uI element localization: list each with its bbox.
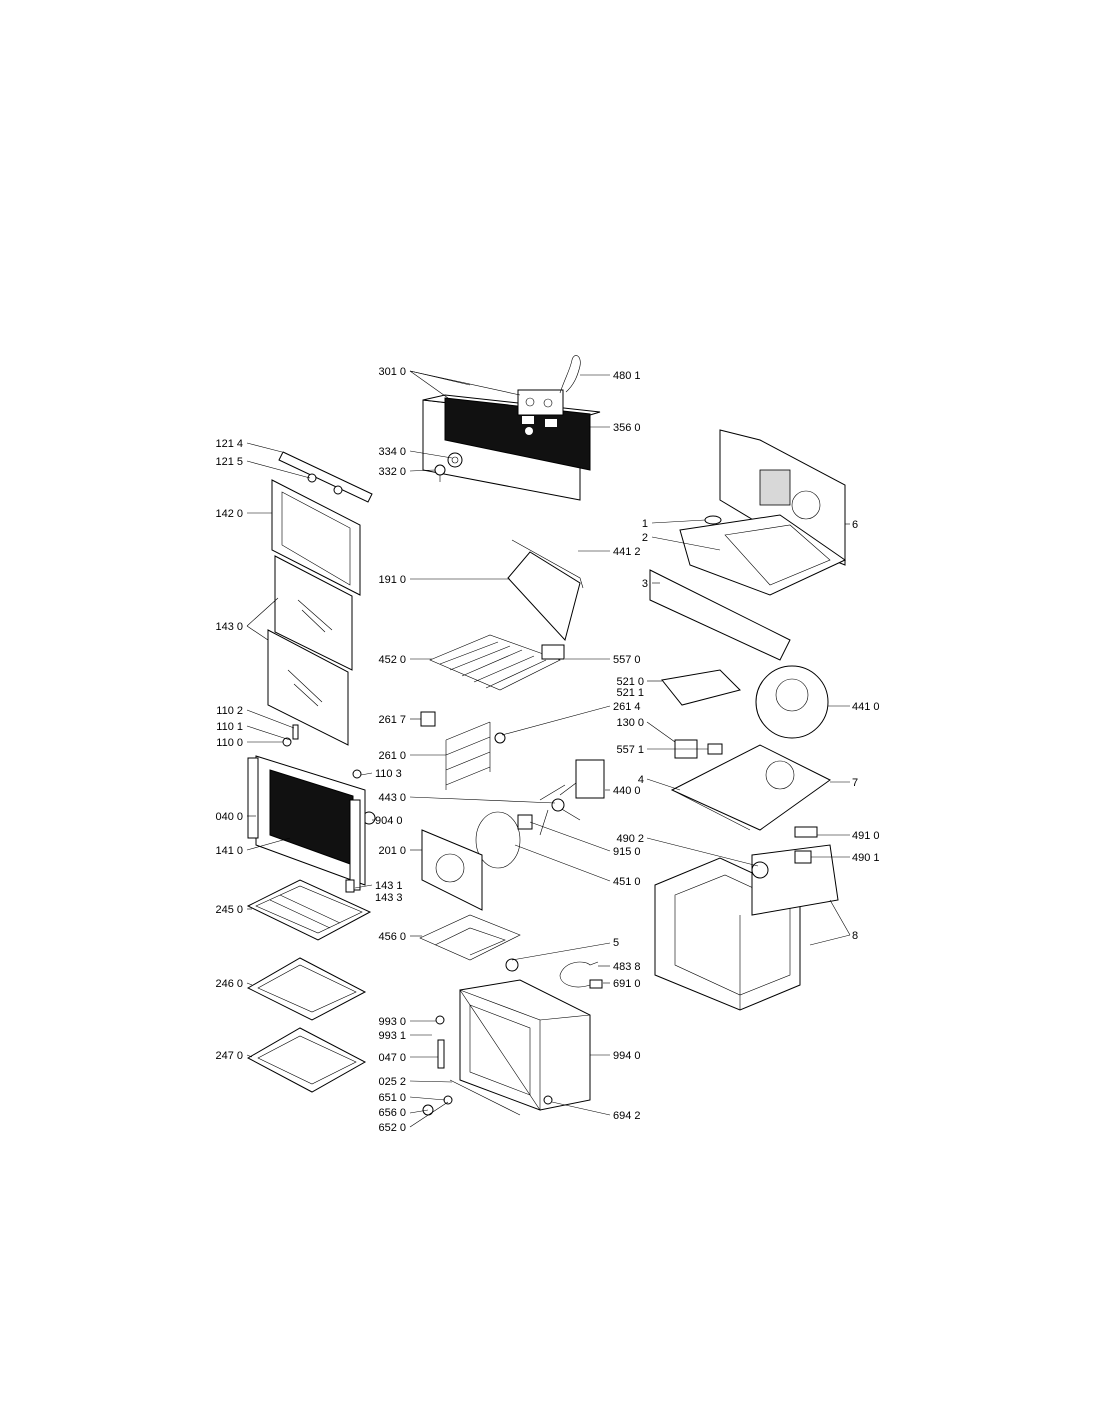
label-5: 5 bbox=[613, 937, 619, 949]
label-456-0: 456 0 bbox=[378, 931, 406, 943]
cabinet-drawing bbox=[654, 826, 839, 1011]
label-7: 7 bbox=[852, 777, 858, 789]
label-201-0: 201 0 bbox=[378, 845, 406, 857]
label-904-0: 904 0 bbox=[375, 815, 403, 827]
label-915-0: 915 0 bbox=[613, 846, 641, 858]
label-025-2: 025 2 bbox=[378, 1076, 406, 1088]
trays-drawing bbox=[246, 879, 372, 1093]
label-3: 3 bbox=[642, 578, 648, 590]
label-651-0: 651 0 bbox=[378, 1092, 406, 1104]
grill-element-drawing bbox=[429, 634, 565, 691]
label-8: 8 bbox=[852, 930, 858, 942]
fan-cover-drawing bbox=[670, 744, 831, 831]
label-143-3: 143 3 bbox=[375, 892, 403, 904]
label-245-0: 245 0 bbox=[215, 904, 243, 916]
label-121-4: 121 4 bbox=[215, 438, 243, 450]
label-110-0: 110 0 bbox=[216, 737, 243, 749]
label-143-1: 143 1 bbox=[375, 880, 403, 892]
label-1: 1 bbox=[642, 518, 648, 530]
top-back-panel-drawing bbox=[649, 429, 847, 661]
label-191-0: 191 0 bbox=[378, 574, 406, 586]
label-143-0: 143 0 bbox=[215, 621, 243, 633]
label-121-5: 121 5 bbox=[215, 456, 243, 468]
door-assembly-drawing bbox=[247, 755, 366, 893]
label-301-0: 301 0 bbox=[378, 366, 406, 378]
label-441-0: 441 0 bbox=[852, 701, 880, 713]
label-480-1: 480 1 bbox=[613, 370, 641, 382]
label-040-0: 040 0 bbox=[215, 811, 243, 823]
fan-assembly-drawing bbox=[421, 759, 605, 911]
shelf-support-drawing bbox=[420, 711, 506, 790]
label-557-0: 557 0 bbox=[613, 654, 641, 666]
lower-element-drawing bbox=[419, 914, 521, 972]
electronics-drawing bbox=[661, 665, 829, 759]
label-141-0: 141 0 bbox=[215, 845, 243, 857]
label-451-0: 451 0 bbox=[613, 876, 641, 888]
oven-cavity-drawing bbox=[422, 979, 591, 1116]
label-4: 4 bbox=[638, 774, 644, 786]
label-334-0: 334 0 bbox=[378, 446, 406, 458]
label-356-0: 356 0 bbox=[613, 422, 641, 434]
label-993-0: 993 0 bbox=[378, 1016, 406, 1028]
label-452-0: 452 0 bbox=[378, 654, 406, 666]
label-656-0: 656 0 bbox=[378, 1107, 406, 1119]
label-993-1: 993 1 bbox=[378, 1030, 406, 1042]
door-glass-drawing bbox=[267, 479, 361, 746]
top-cover-drawing bbox=[507, 539, 584, 642]
leader-lines bbox=[246, 370, 851, 1128]
label-6: 6 bbox=[852, 519, 858, 531]
label-521-0: 521 0 bbox=[616, 676, 644, 688]
label-247-0: 247 0 bbox=[215, 1050, 243, 1062]
label-440-0: 440 0 bbox=[613, 785, 641, 797]
label-2: 2 bbox=[642, 532, 648, 544]
label-130-0: 130 0 bbox=[616, 717, 644, 729]
control-panel-drawing bbox=[422, 355, 601, 501]
label-332-0: 332 0 bbox=[378, 466, 406, 478]
label-110-1: 110 1 bbox=[216, 721, 243, 733]
label-491-0: 491 0 bbox=[852, 830, 880, 842]
label-142-0: 142 0 bbox=[215, 508, 243, 520]
power-cable-drawing bbox=[559, 961, 603, 989]
door-top-trim-drawing bbox=[278, 451, 373, 503]
part-labels: 301 0 480 1 356 0 334 0 332 0 121 4 121 … bbox=[215, 366, 879, 1134]
label-521-1: 521 1 bbox=[616, 687, 644, 699]
label-110-2: 110 2 bbox=[216, 705, 243, 717]
label-047-0: 047 0 bbox=[378, 1052, 406, 1064]
label-691-0: 691 0 bbox=[613, 978, 641, 990]
label-694-2: 694 2 bbox=[613, 1110, 641, 1122]
label-246-0: 246 0 bbox=[215, 978, 243, 990]
label-261-0: 261 0 bbox=[378, 750, 406, 762]
label-490-2: 490 2 bbox=[616, 833, 644, 845]
label-441-2: 441 2 bbox=[613, 546, 641, 558]
label-652-0: 652 0 bbox=[378, 1122, 406, 1134]
label-994-0: 994 0 bbox=[613, 1050, 641, 1062]
label-110-3: 110 3 bbox=[375, 768, 402, 780]
label-483-8: 483 8 bbox=[613, 961, 641, 973]
label-443-0: 443 0 bbox=[378, 792, 406, 804]
label-490-1: 490 1 bbox=[852, 852, 880, 864]
label-261-7: 261 7 bbox=[378, 714, 406, 726]
label-557-1: 557 1 bbox=[616, 744, 644, 756]
label-261-4: 261 4 bbox=[613, 701, 641, 713]
